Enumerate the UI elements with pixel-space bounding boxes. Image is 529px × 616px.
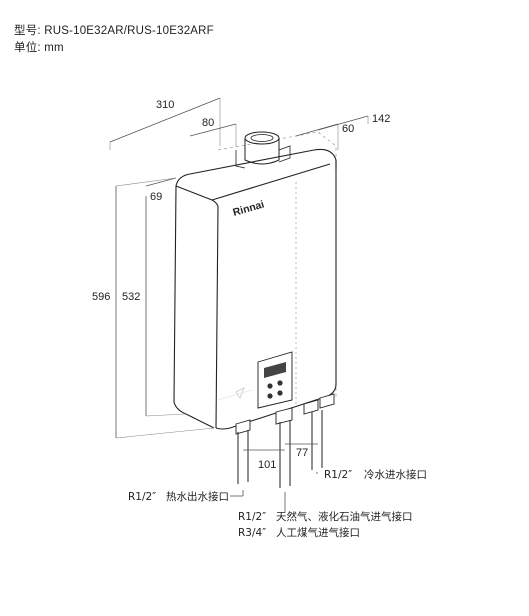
dim-label-142: 142: [372, 113, 390, 125]
warning-mark: [217, 387, 253, 401]
brand-logo: Rinnai: [232, 198, 266, 218]
flue-outlet: [235, 131, 291, 169]
panel-button: [277, 390, 283, 396]
dim-flue-offset: 80: [189, 117, 237, 146]
top-side-edge: [211, 163, 331, 201]
model-label: 型号: RUS-10E32AR/RUS-10E32ARF: [14, 25, 214, 37]
dim-label-596: 596: [92, 291, 110, 303]
gas-label-2: 人工煤气进气接口: [276, 526, 360, 539]
dim-height-total: 596: [92, 177, 215, 439]
dim-label-101: 101: [258, 459, 276, 471]
gas-label-1: 天然气、液化石油气进气接口: [276, 510, 413, 523]
front-corner-edge: [215, 205, 219, 429]
dim-label-69: 69: [150, 191, 162, 203]
dim-pipe-spacing: 77 101: [243, 443, 318, 471]
panel-button: [277, 380, 283, 386]
callout-hot-water: R1/2″ 热水出水接口: [128, 490, 244, 503]
dim-depth: 60 142: [295, 113, 390, 150]
dim-top-offset: 69: [145, 177, 177, 203]
hot-water-size: R1/2″: [128, 491, 156, 503]
top-front-edge: [175, 185, 219, 207]
control-panel: [257, 351, 293, 409]
dim-label-532: 532: [122, 291, 140, 303]
dim-label-310: 310: [156, 99, 174, 111]
dim-width-total: 310: [109, 97, 221, 150]
panel-button: [267, 383, 273, 389]
unit-label: 单位: mm: [14, 42, 64, 54]
dim-label-60: 60: [342, 123, 354, 135]
front-face-left: [173, 185, 215, 429]
hot-water-label: 热水出水接口: [166, 490, 229, 503]
callout-gas: R1/2″ 天然气、液化石油气进气接口 R3/4″ 人工煤气进气接口: [238, 492, 413, 539]
gas-size-1: R1/2″: [238, 511, 266, 523]
dim-label-77: 77: [296, 447, 308, 459]
dim-height-body: 532: [122, 196, 187, 417]
callout-cold-water: R1/2″ 冷水进水接口: [316, 468, 427, 481]
dim-label-80: 80: [202, 117, 214, 129]
cold-water-size: R1/2″: [324, 469, 352, 481]
bottom-fittings: [235, 393, 335, 435]
cold-water-label: 冷水进水接口: [364, 468, 427, 481]
pipes: [237, 410, 323, 488]
top-face: [175, 148, 337, 187]
panel-button: [267, 393, 273, 399]
gas-size-2: R3/4″: [238, 527, 266, 539]
